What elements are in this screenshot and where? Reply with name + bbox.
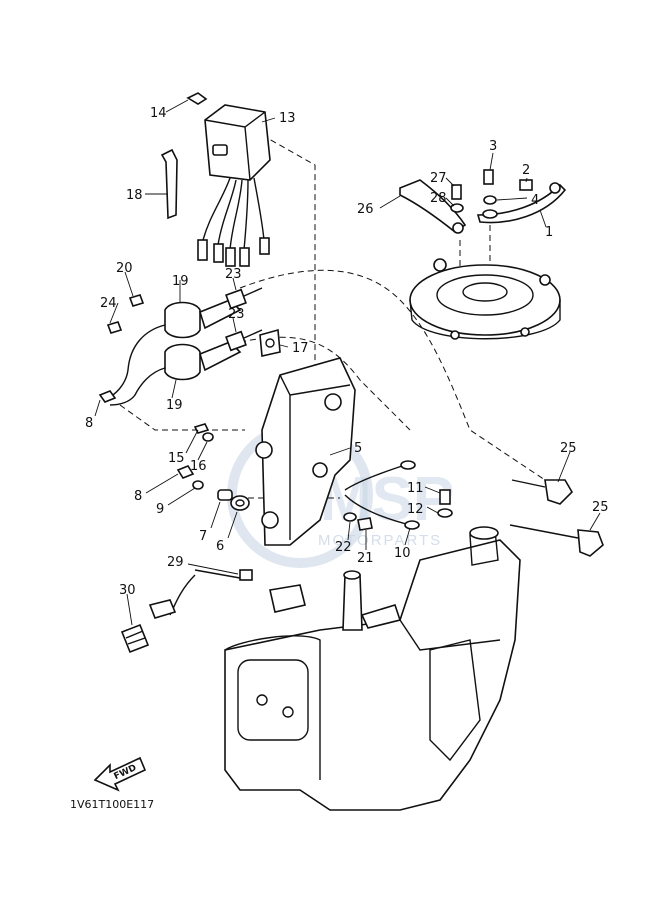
small-parts-2-3-4-27-28 [450,169,533,213]
callout-17: 17 [292,341,309,356]
rubber-boot-part-30 [120,623,150,654]
drawing-code: 1V61T100E117 [70,798,154,811]
ground-lead-part-10 [344,460,420,530]
cdi-unit-part-13 [197,104,271,267]
callout-15: 15 [168,451,185,466]
callout-26: 26 [357,202,374,217]
watermark-logo: MSP [320,465,454,534]
callout-labels: 14 13 18 3 2 4 1 26 27 28 20 24 19 23 23… [85,106,609,598]
callout-6: 6 [216,539,224,554]
coil-leads [104,324,166,406]
callout-2: 2 [522,163,530,178]
callout-25b: 25 [592,500,609,515]
plug-cap-part-25b [509,524,604,557]
callout-12: 12 [407,502,424,517]
callout-10: 10 [394,546,411,561]
callout-21: 21 [357,551,374,566]
callout-30: 30 [119,583,136,598]
bolt-part-14 [186,92,208,105]
callout-23b: 23 [228,307,245,322]
callout-8a: 8 [85,416,93,431]
callout-9: 9 [156,502,164,517]
cable-tie-part-18 [160,148,178,220]
watermark: MSP MOTORPARTS [227,422,454,568]
callout-19a: 19 [172,274,189,289]
callout-14: 14 [150,106,167,121]
plug-cap-part-25a [511,479,574,505]
magneto-base [409,258,561,340]
ignition-coil-part-19a [164,287,263,339]
callout-28: 28 [430,191,447,206]
callout-20: 20 [116,261,133,276]
ignition-coil-part-19b [164,329,263,381]
bolt-part-11-12 [437,489,453,518]
callout-4: 4 [531,193,539,208]
callout-25a: 25 [560,441,577,456]
clamp-part-17 [259,328,281,357]
callout-19b: 19 [166,398,183,413]
callout-5: 5 [354,441,362,456]
callout-24: 24 [100,296,117,311]
leader-lines [94,99,601,626]
callout-23a: 23 [225,267,242,282]
callout-13: 13 [279,111,296,126]
callout-1: 1 [545,225,553,240]
callout-27: 27 [430,171,447,186]
callout-18: 18 [126,188,143,203]
callout-16: 16 [190,459,207,474]
engine-block [224,526,521,811]
hardware-small-parts [98,294,373,531]
callout-22: 22 [335,540,352,555]
callout-29: 29 [167,555,184,570]
pulser-coil-part-1 [476,182,567,224]
callout-11: 11 [407,481,424,496]
fwd-arrow-icon: FWD [93,756,147,792]
bracket-plate-part-5 [255,357,356,546]
callout-8b: 8 [134,489,142,504]
switch-lead-part-29 [148,569,306,619]
callout-7: 7 [199,529,207,544]
bracket-part-26 [399,179,467,234]
callout-3: 3 [489,139,497,154]
